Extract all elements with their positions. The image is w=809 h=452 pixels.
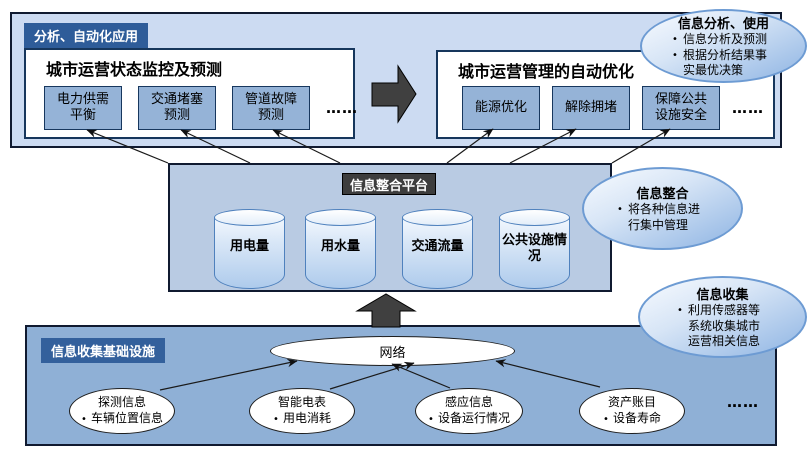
callout-info-collection: 信息收集 利用传感器等系统收集城市运营相关信息 xyxy=(638,276,807,358)
ellipsis-dots: …… xyxy=(326,99,358,117)
monitoring-prediction-box: 城市运营状态监控及预测 电力供需平衡 交通堵塞预测 管道故障预测 …… xyxy=(24,48,358,139)
item-congestion-relief: 解除拥堵 xyxy=(552,86,630,130)
source-detection-info: 探测信息 车辆位置信息 xyxy=(69,388,175,434)
flow-arrow-up xyxy=(355,293,417,328)
cylinder-traffic-flow: 交通流量 xyxy=(402,209,473,289)
source-title: 智能电表 xyxy=(277,395,326,410)
platform-header: 信息整合平台 xyxy=(342,173,436,195)
monitoring-items: 电力供需平衡 交通堵塞预测 管道故障预测 …… xyxy=(44,86,358,130)
source-bullet: 设备寿命 xyxy=(603,411,661,427)
callout-bullet: 根据分析结果事实最优决策 xyxy=(672,48,775,79)
source-sensing-info: 感应信息 设备运行情况 xyxy=(415,388,523,434)
network-ellipse: 网络 xyxy=(270,336,515,366)
item-energy-optimization: 能源优化 xyxy=(462,86,540,130)
monitoring-box-title: 城市运营状态监控及预测 xyxy=(46,60,223,79)
ellipsis-dots: …… xyxy=(732,99,764,117)
source-title: 探测信息 xyxy=(97,395,146,410)
source-bullet: 设备运行情况 xyxy=(428,411,510,427)
auto-optimization-box: 城市运营管理的自动优化 能源优化 解除拥堵 保障公共设施安全 …… xyxy=(436,50,775,139)
section-label-collection: 信息收集基础设施 xyxy=(41,338,166,363)
callout-bullet: 利用传感器等系统收集城市运营相关信息 xyxy=(677,303,768,350)
cylinder-body xyxy=(214,217,285,289)
cylinder-body xyxy=(305,217,376,289)
callout-bullet: 将各种信息进行集中管理 xyxy=(617,202,708,233)
source-bullet: 车辆位置信息 xyxy=(81,411,163,427)
cylinder-electricity-usage: 用电量 xyxy=(214,209,285,289)
source-title: 资产账目 xyxy=(607,395,656,410)
ellipsis-dots: …… xyxy=(727,393,759,411)
callout-bullet: 信息分析及预测 xyxy=(672,32,775,48)
cylinder-body xyxy=(499,217,570,289)
source-asset-ledger: 资产账目 设备寿命 xyxy=(579,388,685,434)
optimization-box-title: 城市运营管理的自动优化 xyxy=(458,62,635,81)
cylinder-top xyxy=(499,209,570,226)
integration-platform-section: 信息整合平台 用电量 用水量 交通流量 公共设施情况 xyxy=(168,163,612,292)
source-title: 感应信息 xyxy=(444,395,493,410)
optimization-items: 能源优化 解除拥堵 保障公共设施安全 …… xyxy=(462,86,764,130)
callout-info-analysis-use: 信息分析、使用 信息分析及预测 根据分析结果事实最优决策 xyxy=(640,9,807,83)
item-pipeline-failure-prediction: 管道故障预测 xyxy=(232,86,310,130)
cylinder-public-facility: 公共设施情况 xyxy=(499,209,570,289)
item-power-supply-balance: 电力供需平衡 xyxy=(44,86,122,130)
item-traffic-jam-prediction: 交通堵塞预测 xyxy=(138,86,216,130)
source-smart-meter: 智能电表 用电消耗 xyxy=(249,388,355,434)
source-bullet: 用电消耗 xyxy=(273,411,331,427)
callout-info-integration: 信息整合 将各种信息进行集中管理 xyxy=(582,167,743,250)
cylinder-top xyxy=(402,209,473,226)
cylinder-water-usage: 用水量 xyxy=(305,209,376,289)
collection-infrastructure-section: 信息收集基础设施 网络 探测信息 车辆位置信息 智能电表 用电消耗 感应信息 设… xyxy=(25,325,777,446)
section-label-analysis: 分析、自动化应用 xyxy=(24,23,149,48)
item-public-facility-safety: 保障公共设施安全 xyxy=(642,86,720,130)
cylinder-top xyxy=(214,209,285,226)
cylinder-body xyxy=(402,217,473,289)
cylinder-top xyxy=(305,209,376,226)
